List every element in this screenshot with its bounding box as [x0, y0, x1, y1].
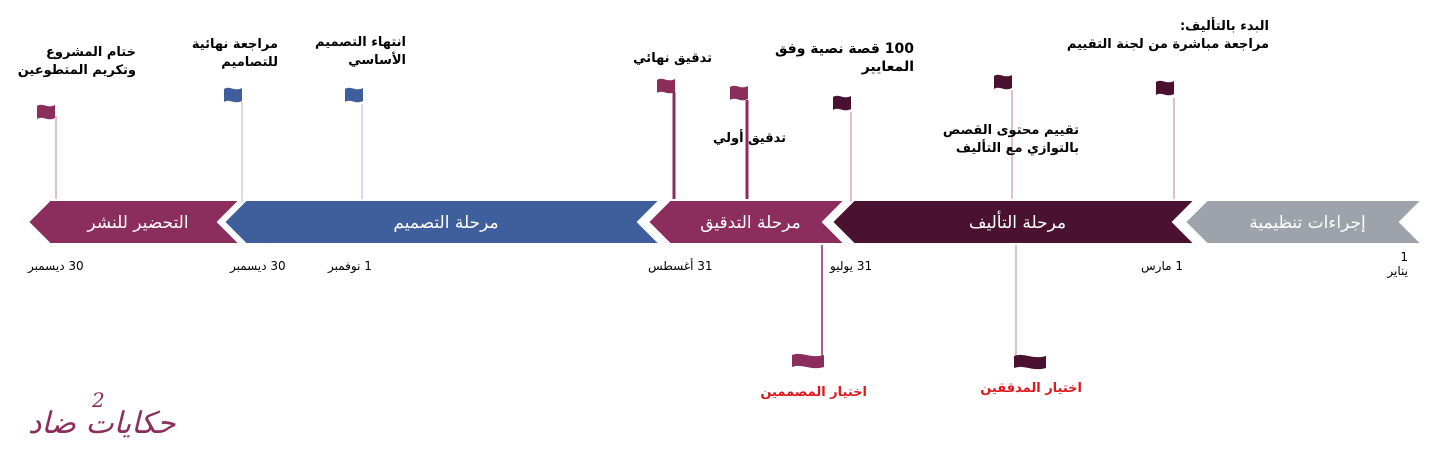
- milestone-choose-designers: اختيار المصممين: [760, 385, 867, 400]
- date-dec-30-a: 30 ديسمبر: [230, 259, 286, 273]
- phase-arrow: [646, 199, 848, 245]
- phase-label: التحضير للنشر: [86, 213, 188, 233]
- milestone-initial-check: تدقيق أولي: [712, 131, 786, 146]
- flag-project-end: [37, 104, 55, 120]
- milestone-basic-design-end: انتهاء التصميم الأساسي: [315, 35, 406, 68]
- logo-text: حكايات ضاد: [28, 406, 176, 441]
- phase-label: مرحلة التصميم: [393, 213, 498, 233]
- date-aug-31: 31 أغسطس: [648, 259, 713, 273]
- milestone-100-stories: 100 قصة نصية وفق المعايير: [774, 41, 914, 75]
- logo: 2 حكايات ضاد: [28, 388, 176, 458]
- date-dec-30-b: 30 ديسمبر: [28, 259, 84, 273]
- phase-arrow: [1183, 199, 1425, 245]
- flag-final-design-review: [224, 87, 242, 103]
- phase-label: مرحلة التأليف: [969, 210, 1066, 233]
- flag-choose-proofreaders: [1014, 354, 1046, 370]
- flag-initial-check: [730, 85, 748, 101]
- phase-label: مرحلة التدقيق: [700, 213, 801, 233]
- date-nov-1: 1 نوفمبر: [328, 259, 372, 273]
- flag-start-writing: [1156, 80, 1174, 96]
- phase-arrow: [26, 199, 243, 245]
- date-mar-1: 1 مارس: [1141, 259, 1183, 273]
- flag-choose-designers: [792, 353, 824, 369]
- flag-content-review: [994, 74, 1012, 90]
- milestone-final-check: تدقيق نهائي: [633, 51, 712, 66]
- flag-basic-design-end: [345, 87, 363, 103]
- milestone-start-writing: البدء بالتأليف: مراجعة مباشرة من لجنة ال…: [1066, 19, 1269, 52]
- phase-arrow: [222, 199, 663, 245]
- logo-number: 2: [92, 388, 105, 412]
- date-jul-31: 31 يوليو: [830, 259, 873, 273]
- phase-label: إجراءات تنظيمية: [1249, 213, 1365, 233]
- phase-arrow: [830, 199, 1198, 245]
- milestone-content-review: تقييم محتوى القصص بالتوازي مع التأليف: [942, 123, 1079, 156]
- flag-100-stories: [833, 95, 851, 111]
- milestone-project-end: ختام المشروع وتكريم المتطوعين: [17, 45, 136, 78]
- milestone-choose-proofreaders: اختيار المدققين: [980, 381, 1082, 396]
- milestone-final-design-review: مراجعة نهائية للتصاميم: [191, 37, 278, 70]
- flag-final-check: [657, 78, 675, 94]
